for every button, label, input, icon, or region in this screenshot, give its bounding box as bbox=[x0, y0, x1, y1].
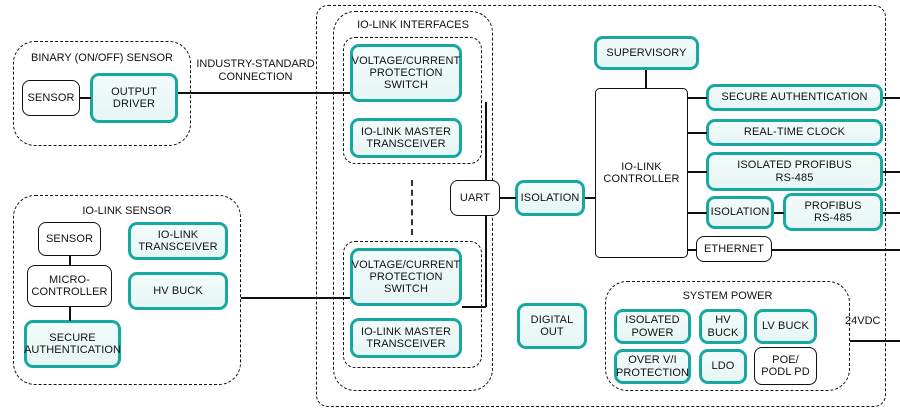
wire-controller-to-isolation2 bbox=[688, 212, 707, 214]
label-24vdc: 24VDC bbox=[845, 315, 881, 327]
system-power-hv-buck[interactable]: HV BUCK bbox=[699, 309, 747, 344]
peripheral-secure-authentication[interactable]: SECURE AUTHENTICATION bbox=[706, 84, 883, 111]
interface-channel-1-master-transceiver[interactable]: IO-LINK MASTER TRANSCEIVER bbox=[350, 118, 462, 158]
interface-channel-2-boundary bbox=[343, 241, 482, 368]
group-io-link-sensor bbox=[13, 195, 241, 385]
interface-channel-2-protection-switch[interactable]: VOLTAGE/CURRENT PROTECTION SWITCH bbox=[350, 248, 462, 306]
io-link-controller-block[interactable]: IO-LINK CONTROLLER bbox=[595, 88, 688, 258]
wire-controller-to-isolated-profibus bbox=[688, 171, 707, 173]
wire-sensor-to-output-driver bbox=[80, 97, 91, 99]
wire-isolation-to-controller bbox=[585, 197, 596, 199]
system-power-lv-buck[interactable]: LV BUCK bbox=[754, 309, 817, 344]
wire-io-link-sensor-to-interface-2 bbox=[241, 297, 350, 299]
peripheral-isolated-profibus[interactable]: ISOLATED PROFIBUS RS-485 bbox=[706, 152, 883, 191]
system-power-poe-podl-pd[interactable]: POE/ PODL PD bbox=[754, 347, 817, 385]
interface-continuation-dots bbox=[411, 180, 413, 235]
peripheral-real-time-clock[interactable]: REAL-TIME CLOCK bbox=[706, 119, 883, 146]
wire-isolation2-to-profibus bbox=[774, 212, 784, 214]
wire-isolated-profibus-out bbox=[883, 171, 900, 173]
wire-sensor-to-microcontroller bbox=[69, 256, 71, 266]
io-link-sensor-secure-authentication-block[interactable]: SECURE AUTHENTICATION bbox=[24, 320, 121, 368]
wire-uart-to-isolation bbox=[500, 197, 516, 199]
binary-sensor-sensor-block[interactable]: SENSOR bbox=[22, 80, 80, 116]
wire-binary-sensor-to-interface-1 bbox=[178, 92, 350, 94]
system-power-isolated-power[interactable]: ISOLATED POWER bbox=[614, 309, 691, 344]
wire-profibus-out bbox=[883, 212, 900, 214]
group-system-power-title: SYSTEM POWER bbox=[682, 290, 773, 302]
system-power-over-vi-protection[interactable]: OVER V/I PROTECTION bbox=[614, 349, 691, 384]
peripheral-isolation[interactable]: ISOLATION bbox=[706, 196, 774, 229]
wire-secure-authentication-out bbox=[883, 97, 900, 99]
wire-24vdc-supply bbox=[850, 340, 900, 342]
isolation-block[interactable]: ISOLATION bbox=[515, 180, 585, 216]
wire-controller-to-ethernet bbox=[688, 249, 697, 251]
label-industry-standard-connection: INDUSTRY-STANDARD CONNECTION bbox=[196, 58, 315, 84]
peripheral-ethernet[interactable]: ETHERNET bbox=[696, 236, 772, 262]
interface-channel-2-master-transceiver[interactable]: IO-LINK MASTER TRANSCEIVER bbox=[350, 318, 462, 358]
io-link-sensor-microcontroller-block[interactable]: MICRO- CONTROLLER bbox=[27, 265, 112, 307]
digital-out-block[interactable]: DIGITAL OUT bbox=[517, 303, 587, 349]
peripheral-profibus[interactable]: PROFIBUS RS-485 bbox=[783, 193, 883, 231]
io-link-master-boundary bbox=[316, 5, 886, 407]
wire-controller-to-secure-authentication bbox=[688, 97, 707, 99]
wire-microcontroller-to-secure-auth bbox=[69, 307, 71, 321]
group-system-power bbox=[605, 281, 850, 391]
binary-sensor-output-driver-block[interactable]: OUTPUT DRIVER bbox=[90, 73, 178, 123]
wire-uart-branch-channel-2 bbox=[462, 306, 486, 308]
group-io-link-sensor-title: IO-LINK SENSOR bbox=[82, 205, 172, 217]
system-power-ldo[interactable]: LDO bbox=[699, 349, 747, 384]
uart-block[interactable]: UART bbox=[450, 180, 500, 216]
group-binary-sensor-title: BINARY (ON/OFF) SENSOR bbox=[30, 52, 173, 64]
wire-uart-to-interface-2 bbox=[485, 215, 487, 307]
io-link-sensor-transceiver-block[interactable]: IO-LINK TRANSCEIVER bbox=[128, 222, 228, 260]
interface-channel-1-protection-switch[interactable]: VOLTAGE/CURRENT PROTECTION SWITCH bbox=[350, 44, 462, 102]
wire-ethernet-out bbox=[772, 249, 900, 251]
io-link-sensor-hv-buck-block[interactable]: HV BUCK bbox=[128, 272, 228, 310]
group-io-link-interfaces-title: IO-LINK INTERFACES bbox=[357, 19, 469, 31]
io-link-sensor-sensor-block[interactable]: SENSOR bbox=[38, 222, 101, 256]
wire-supervisory-to-controller bbox=[645, 70, 647, 88]
wire-controller-to-real-time-clock bbox=[688, 132, 707, 134]
wire-uart-to-interface-1 bbox=[485, 102, 487, 181]
supervisory-block[interactable]: SUPERVISORY bbox=[594, 36, 699, 70]
interface-channel-1-boundary bbox=[343, 37, 482, 164]
